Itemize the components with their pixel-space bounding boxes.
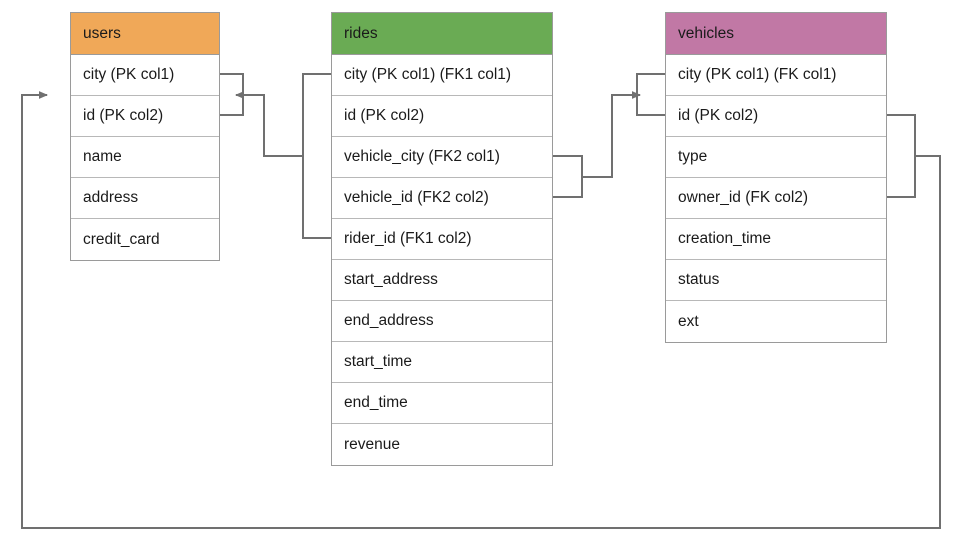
column-label: type [678, 148, 708, 165]
table-rides-column-revenue[interactable]: revenue [332, 424, 552, 465]
table-rides-column-start-address[interactable]: start_address [332, 260, 552, 301]
column-label: city (PK col1) (FK1 col1) [344, 66, 512, 83]
column-label: address [83, 189, 139, 206]
table-rides-column-end-time[interactable]: end_time [332, 383, 552, 424]
table-rides-column-vehicle-city[interactable]: vehicle_city (FK2 col1) [332, 137, 552, 178]
table-vehicles-column-creation-time[interactable]: creation_time [666, 219, 886, 260]
table-rides-column-city[interactable]: city (PK col1) (FK1 col1) [332, 55, 552, 96]
column-label: rider_id (FK1 col2) [344, 230, 472, 247]
column-label: city (PK col1) [83, 66, 175, 83]
table-rides-column-id[interactable]: id (PK col2) [332, 96, 552, 137]
column-label: credit_card [83, 230, 160, 248]
column-label: vehicle_city (FK2 col1) [344, 148, 500, 165]
column-label: owner_id (FK col2) [678, 189, 809, 206]
column-label: start_address [344, 271, 438, 288]
table-users-column-id[interactable]: id (PK col2) [71, 96, 219, 137]
table-users-column-city[interactable]: city (PK col1) [71, 55, 219, 96]
column-label: status [678, 271, 720, 288]
table-vehicles-column-id[interactable]: id (PK col2) [666, 96, 886, 137]
column-label: start_time [344, 353, 413, 370]
table-users-title: users [83, 24, 121, 42]
column-label: creation_time [678, 230, 772, 247]
column-label: vehicle_id (FK2 col2) [344, 189, 489, 206]
table-vehicles-column-status[interactable]: status [666, 260, 886, 301]
table-rides-column-vehicle-id[interactable]: vehicle_id (FK2 col2) [332, 178, 552, 219]
table-users-column-credit-card[interactable]: credit_card [71, 219, 219, 260]
table-rides-title: rides [344, 24, 378, 42]
table-vehicles-column-type[interactable]: type [666, 137, 886, 178]
column-label: id (PK col2) [344, 107, 425, 124]
edge-rides-to-vehicles [553, 73, 665, 198]
table-vehicles-column-owner-id[interactable]: owner_id (FK col2) [666, 178, 886, 219]
table-vehicles-header: vehicles [666, 13, 886, 55]
table-vehicles-title: vehicles [678, 24, 734, 42]
table-rides-header: rides [332, 13, 552, 55]
table-rides-column-end-address[interactable]: end_address [332, 301, 552, 342]
column-label: end_address [344, 312, 434, 329]
table-vehicles[interactable]: vehicles city (PK col1) (FK col1) id (PK… [665, 12, 887, 343]
column-label: city (PK col1) (FK col1) [678, 66, 837, 83]
table-users-column-address[interactable]: address [71, 178, 219, 219]
column-label: revenue [344, 435, 401, 453]
edge-rides-to-users [220, 73, 331, 239]
table-rides-column-rider-id[interactable]: rider_id (FK1 col2) [332, 219, 552, 260]
table-users[interactable]: users city (PK col1) id (PK col2) name a… [70, 12, 220, 261]
table-users-header: users [71, 13, 219, 55]
column-label: name [83, 148, 122, 165]
column-label: end_time [344, 394, 408, 411]
table-users-column-name[interactable]: name [71, 137, 219, 178]
column-label: id (PK col2) [678, 107, 759, 124]
column-label: ext [678, 312, 699, 330]
table-vehicles-column-ext[interactable]: ext [666, 301, 886, 342]
column-label: id (PK col2) [83, 107, 164, 124]
table-rides[interactable]: rides city (PK col1) (FK1 col1) id (PK c… [331, 12, 553, 466]
table-rides-column-start-time[interactable]: start_time [332, 342, 552, 383]
table-vehicles-column-city[interactable]: city (PK col1) (FK col1) [666, 55, 886, 96]
